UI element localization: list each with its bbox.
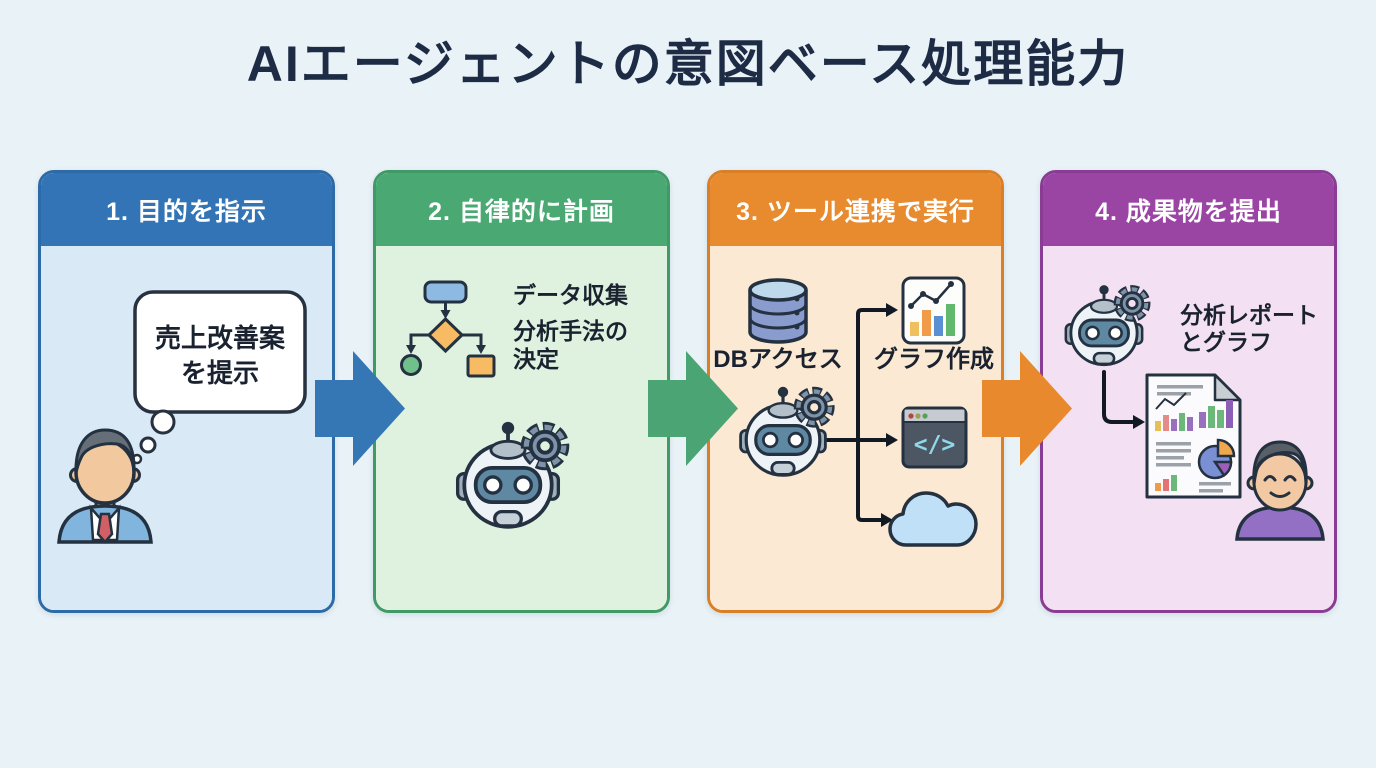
step-4-title: 4. 成果物を提出	[1095, 197, 1282, 226]
businessman-icon	[57, 428, 153, 544]
flow-arrow-2	[648, 351, 738, 466]
result-label-line1: 分析レポート	[1180, 302, 1318, 328]
thought-bubble-icon: 売上改善案 を提示	[131, 290, 307, 465]
step-2-body: データ収集 分析手法の 決定	[376, 246, 667, 610]
flowchart-icon	[400, 280, 496, 378]
graph-create-label: グラフ作成	[874, 346, 994, 373]
step-3-header: 3. ツール連携で実行	[710, 173, 1001, 246]
step-panel-4: 4. 成果物を提出 分析レポート とグラフ	[1040, 170, 1337, 613]
step-1-body: 売上改善案 を提示	[41, 246, 332, 610]
step-panel-1: 1. 目的を指示 売上改善案 を提示	[38, 170, 335, 613]
db-access-label: DBアクセス	[713, 346, 842, 373]
cloud-icon	[888, 491, 978, 547]
plan-label-data-collection: データ収集	[513, 282, 629, 308]
step-4-body: 分析レポート とグラフ	[1043, 246, 1334, 610]
page-title: AIエージェントの意図ベース処理能力	[246, 36, 1130, 92]
step-panel-2: 2. 自律的に計画 データ収集 分析手法の 決定	[373, 170, 670, 613]
flow-arrow-3	[982, 351, 1072, 466]
robot-gear-icon	[458, 422, 563, 527]
flow-arrow-1	[315, 351, 405, 466]
result-label-line2: とグラフ	[1180, 329, 1272, 355]
robot-to-report-connector	[1102, 370, 1145, 429]
database-icon	[748, 278, 808, 344]
step-4-header: 4. 成果物を提出	[1043, 173, 1334, 246]
step-3-title: 3. ツール連携で実行	[736, 197, 975, 226]
step-panel-3: 3. ツール連携で実行 DBアクセス	[707, 170, 1004, 613]
step-3-body: DBアクセス グラフ作成	[710, 246, 1001, 610]
code-window-icon: </>	[901, 406, 968, 469]
step-2-header: 2. 自律的に計画	[376, 173, 667, 246]
branch-connectors	[823, 303, 898, 527]
plan-label-method-line1: 分析手法の	[513, 318, 628, 344]
step-2-title: 2. 自律的に計画	[428, 197, 615, 226]
bubble-text-line2: を提示	[181, 358, 259, 388]
robot-gear-icon	[1066, 285, 1146, 365]
smiling-person-icon	[1235, 440, 1325, 541]
bubble-text-line1: 売上改善案	[155, 323, 286, 353]
plan-label-method-line2: 決定	[513, 346, 559, 372]
robot-gear-icon	[741, 387, 830, 475]
bar-chart-icon	[901, 276, 966, 345]
step-1-header: 1. 目的を指示	[41, 173, 332, 246]
code-glyph: </>	[914, 432, 956, 458]
step-1-title: 1. 目的を指示	[106, 197, 267, 226]
report-document-icon	[1145, 373, 1242, 499]
